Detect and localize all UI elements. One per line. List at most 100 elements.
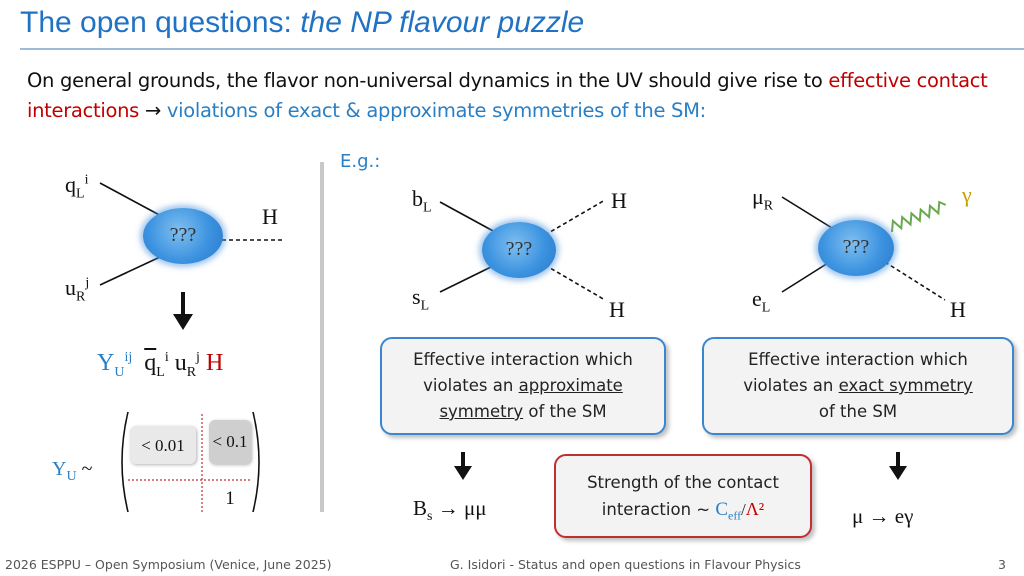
yukawa-q-sub: L (156, 364, 165, 380)
right-e-base: e (752, 286, 762, 311)
mid-h-top-line (544, 199, 606, 236)
mid-h-bottom-label: H (609, 297, 625, 322)
eg-label: E.g.: (340, 151, 381, 172)
box-approx-line2-underlined: approximate (518, 376, 623, 395)
left-vertex-label: ??? (169, 224, 197, 246)
intro-part2: violations of exact & approximate symmet… (166, 99, 706, 122)
process-bs-sub: s (427, 509, 433, 525)
mid-s-sub: L (420, 298, 430, 314)
left-u-sup: j (85, 275, 90, 291)
left-q-sup: i (84, 172, 89, 188)
left-u-label: uRj (65, 275, 89, 305)
yukawa-u-base: u (174, 350, 187, 376)
mid-h-top-label: H (611, 188, 627, 213)
box-strength-c: C (715, 499, 729, 520)
vertical-divider (320, 162, 324, 512)
box-contact-strength: Strength of the contact interaction ~ Ce… (554, 454, 812, 538)
left-h-label: H (262, 204, 278, 229)
mid-s-base: s (412, 284, 421, 309)
box-exact-line2: violates an exact symmetry (704, 373, 1012, 399)
left-q-line (99, 182, 166, 219)
box-approximate-symmetry: Effective interaction which violates an … (380, 337, 666, 435)
yukawa-term: YUij qLi uRj H (97, 350, 223, 381)
footer-talk-title: G. Isidori - Status and open questions i… (450, 557, 801, 572)
arrow-mid-head (454, 466, 472, 480)
mid-s-line (439, 264, 496, 293)
box-approx-line2: violates an approximate (382, 373, 664, 399)
matrix-cell-a-bg (130, 426, 196, 464)
yukawa-u-sup: j (196, 350, 200, 365)
mid-s-label: sL (412, 284, 429, 314)
left-u-base: u (65, 275, 76, 300)
mid-vertex-label: ??? (505, 238, 533, 260)
intro-paragraph: On general grounds, the flavor non-unive… (27, 66, 997, 126)
slide-title: The open questions: the NP flavour puzzl… (20, 6, 584, 40)
matrix-left-bracket (121, 411, 129, 513)
intro-arrow: → (139, 99, 167, 122)
right-e-sub: L (761, 300, 771, 316)
box-approx-line2-pre: violates an (423, 376, 519, 395)
slide-title-italic: the NP flavour puzzle (300, 6, 585, 39)
intro-part1: On general grounds, the flavor non-unive… (27, 69, 829, 92)
box-strength-line2-pre: interaction ~ (601, 500, 716, 519)
matrix-right-bracket (252, 411, 260, 513)
title-bar (0, 0, 1024, 50)
box-strength-line1: Strength of the contact (587, 473, 779, 492)
box-exact-line2-pre: violates an (743, 376, 839, 395)
box-approx-line3-post: of the SM (523, 402, 607, 421)
process-bs-rest: → μμ (432, 496, 487, 520)
box-exact-line3: of the SM (818, 402, 898, 421)
box-exact-symmetry: Effective interaction which violates an … (702, 337, 1014, 435)
left-vertex-blob (143, 208, 223, 264)
right-vertex-label: ??? (842, 236, 870, 258)
right-mu-base: μ (752, 184, 764, 209)
box-strength-c-sub: eff (728, 508, 742, 523)
right-mu-line (781, 196, 833, 229)
yukawa-qbar-base: q (144, 350, 157, 376)
slide-title-plain: The open questions: (20, 6, 301, 39)
right-h-line (884, 261, 946, 301)
mid-b-base: b (412, 186, 423, 211)
intro-highlight: effective contact interactions (27, 69, 988, 122)
right-e-line (781, 262, 829, 293)
footer-event: 2026 ESPPU – Open Symposium (Venice, Jun… (5, 557, 332, 572)
right-h-label: H (950, 297, 966, 322)
left-u-line (99, 256, 161, 286)
left-q-sub: L (76, 186, 85, 202)
box-exact-line2-underlined: exact symmetry (838, 376, 973, 395)
box-approx-line3-underlined: symmetry (439, 402, 524, 421)
right-e-label: eL (752, 286, 770, 316)
box-approx-line1: Effective interaction which (413, 350, 633, 369)
matrix-cell-b-bg (209, 420, 251, 464)
box-strength-line2: interaction ~ Ceff/Λ² (556, 496, 810, 528)
matrix-label-sub: U (66, 469, 77, 484)
title-divider (20, 48, 1024, 50)
matrix-cell-b: < 0.1 (212, 432, 248, 451)
mid-vertex-blob (482, 222, 556, 278)
yukawa-y-sup: ij (124, 350, 133, 365)
matrix-cell-c: 1 (225, 488, 235, 509)
arrow-left-head (173, 314, 193, 330)
matrix-cell-a: < 0.01 (141, 436, 185, 455)
left-q-label: qLi (65, 172, 88, 202)
process-mu-egamma: μ → eγ (852, 504, 914, 528)
mid-h-bottom-line (544, 264, 606, 301)
box-exact-line1: Effective interaction which (748, 350, 968, 369)
yukawa-q-sup: i (164, 350, 169, 365)
yukawa-y-sub: U (114, 364, 125, 380)
right-mu-sub: R (763, 198, 774, 214)
footer-page-number: 3 (998, 557, 1006, 572)
matrix-tilde: ~ (81, 458, 93, 480)
process-bs-mumu: Bs → μμ (413, 496, 487, 525)
left-q-base: q (65, 172, 76, 197)
arrow-right-head (889, 466, 907, 480)
yukawa-u-sub: R (186, 364, 197, 380)
gamma-label: γ (962, 182, 972, 207)
mid-b-label: bL (412, 186, 432, 216)
yukawa-h: H (205, 350, 224, 376)
matrix-label-base: Y (52, 458, 67, 480)
process-bs-b: B (413, 496, 428, 520)
mid-b-sub: L (423, 200, 432, 216)
right-mu-label: μR (752, 184, 773, 214)
